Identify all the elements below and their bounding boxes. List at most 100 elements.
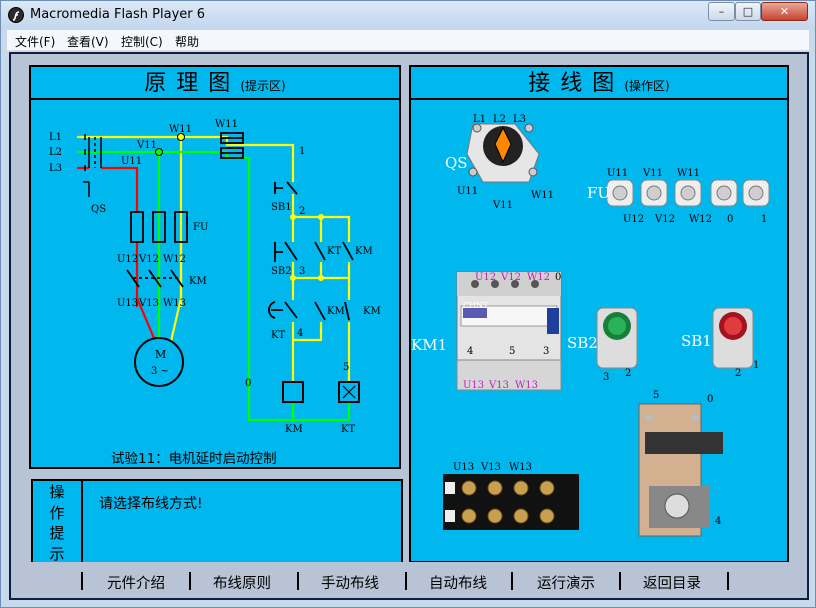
- kt-time-relay[interactable]: [638, 403, 723, 537]
- sb1-term-2: 2: [735, 368, 741, 379]
- sb2-term-2: 2: [625, 368, 631, 379]
- bottom-nav: 元件介绍 布线原则 手动布线 自动布线 运行演示 返回目录: [11, 562, 807, 598]
- operation-message: 请选择布线方式!: [99, 496, 203, 512]
- schematic-caption: 试验11：电机延时启动控制: [111, 451, 277, 467]
- sb1-term-1: 1: [753, 360, 759, 371]
- label-motor-sub: 3 ~: [151, 366, 169, 377]
- km1-bottom-u13: U13: [463, 380, 484, 391]
- nav-separator: [297, 572, 299, 590]
- wiring-title: 接线图: [528, 71, 625, 96]
- fu-bottom-v12: V12: [654, 214, 675, 225]
- fu-top-v11: V11: [642, 168, 663, 179]
- op-label-char: 操: [49, 483, 65, 501]
- menu-view[interactable]: 查看(V): [67, 35, 109, 49]
- label-l1: L1: [49, 132, 62, 143]
- label-qs: QS: [91, 204, 106, 215]
- terminal-block[interactable]: [443, 474, 579, 530]
- menu-help[interactable]: 帮助: [175, 35, 200, 49]
- title-bar[interactable]: Macromedia Flash Player 6 – □ ✕: [1, 1, 815, 29]
- label-w11b: W11: [215, 119, 238, 130]
- schematic-subtitle: (提示区): [240, 79, 286, 93]
- fu-bottom-w12: W12: [689, 214, 712, 225]
- window-title: Macromedia Flash Player 6: [30, 7, 206, 22]
- label-kt1: KT: [327, 246, 341, 257]
- sb1-button[interactable]: [712, 307, 754, 369]
- km1-brand: CHNT: [463, 301, 489, 310]
- operation-hint-panel: 操 作 提 示 请选择布线方式!: [31, 479, 403, 565]
- km1-top-u12: U12: [475, 272, 496, 283]
- km1-bottom-v13: V13: [488, 380, 509, 391]
- km1-mid-4: 4: [467, 346, 473, 357]
- sb2-term-3: 3: [603, 372, 609, 383]
- label-u12: U12: [117, 254, 138, 265]
- tb-label-v13: V13: [480, 462, 501, 473]
- qs-bottom-w11: W11: [531, 190, 554, 201]
- nav-wiring-principles[interactable]: 布线原则: [213, 576, 271, 592]
- content-background: 原理图(提示区): [11, 54, 807, 598]
- tb-label-u13: U13: [453, 462, 474, 473]
- kt-term-4: 4: [715, 516, 721, 527]
- nav-separator: [189, 572, 191, 590]
- label-v13: V13: [138, 298, 159, 309]
- label-motor: M: [155, 348, 166, 361]
- minimize-icon: –: [718, 5, 725, 18]
- label-n3: 3: [299, 266, 305, 277]
- kt-term-5: 5: [653, 390, 659, 401]
- label-coil-km: KM: [285, 424, 303, 435]
- label-km2: KM: [355, 246, 373, 257]
- fu-bottom-1: 1: [761, 214, 767, 225]
- qs-bottom-u11: U11: [457, 186, 478, 197]
- qs-label: QS: [445, 154, 468, 172]
- nav-separator: [619, 572, 621, 590]
- label-sb2: SB2: [271, 266, 292, 277]
- minimize-button[interactable]: –: [708, 2, 735, 21]
- label-n5: 5: [343, 362, 349, 373]
- schematic-panel: 原理图(提示区): [29, 65, 401, 469]
- label-l3: L3: [49, 163, 62, 174]
- label-coil-kt: KT: [341, 424, 355, 435]
- wiring-panel: 接线图(操作区): [409, 65, 789, 563]
- nav-run-demo[interactable]: 运行演示: [537, 576, 595, 592]
- tb-label-w13: W13: [509, 462, 532, 473]
- km1-top-num: 0: [555, 272, 561, 283]
- nav-return-menu[interactable]: 返回目录: [643, 576, 701, 592]
- label-km3: KM: [327, 306, 345, 317]
- nav-manual-wiring[interactable]: 手动布线: [321, 576, 379, 592]
- qs-switch[interactable]: [466, 123, 540, 183]
- label-v11: V11: [136, 140, 157, 151]
- wiring-header: 接线图(操作区): [411, 67, 787, 100]
- qs-top-l3: L3: [513, 114, 526, 125]
- op-label-char: 作: [49, 503, 65, 522]
- label-km4: KM: [363, 306, 381, 317]
- maximize-button[interactable]: □: [735, 2, 761, 21]
- nav-auto-wiring[interactable]: 自动布线: [429, 576, 487, 592]
- sb2-button[interactable]: [596, 307, 638, 369]
- menu-file[interactable]: 文件(F): [15, 35, 56, 49]
- qs-bottom-v11: V11: [492, 200, 513, 211]
- fuse-row[interactable]: [606, 179, 770, 207]
- km1-label: KM1: [411, 336, 447, 354]
- close-icon: ✕: [779, 5, 790, 18]
- label-sb1: SB1: [271, 202, 292, 213]
- nav-separator: [727, 572, 729, 590]
- close-button[interactable]: ✕: [761, 2, 808, 21]
- sb1-label: SB1: [681, 332, 712, 350]
- menu-control[interactable]: 控制(C): [121, 35, 163, 49]
- qs-top-l2: L2: [493, 114, 506, 125]
- label-n1: 1: [299, 146, 305, 157]
- nav-separator: [405, 572, 407, 590]
- label-w13: W13: [163, 298, 186, 309]
- label-w12: W12: [163, 254, 186, 265]
- label-u11: U11: [121, 156, 142, 167]
- wiring-diagram: L1 L2 L3 U11 V11 W11 U11 V11 W11 U12 V12…: [411, 114, 770, 537]
- label-n2: 2: [299, 206, 305, 217]
- schematic-diagram: L1 L2 L3 W11 W11 V11 U11 QS FU U12 V12 W…: [49, 119, 381, 435]
- km1-contactor[interactable]: [456, 271, 562, 391]
- label-n4: 4: [297, 328, 303, 339]
- wiring-subtitle: (操作区): [624, 79, 670, 93]
- nav-component-intro[interactable]: 元件介绍: [107, 576, 165, 592]
- fu-top-u11: U11: [607, 168, 628, 179]
- label-v12: V12: [138, 254, 159, 265]
- sb2-label: SB2: [567, 334, 598, 352]
